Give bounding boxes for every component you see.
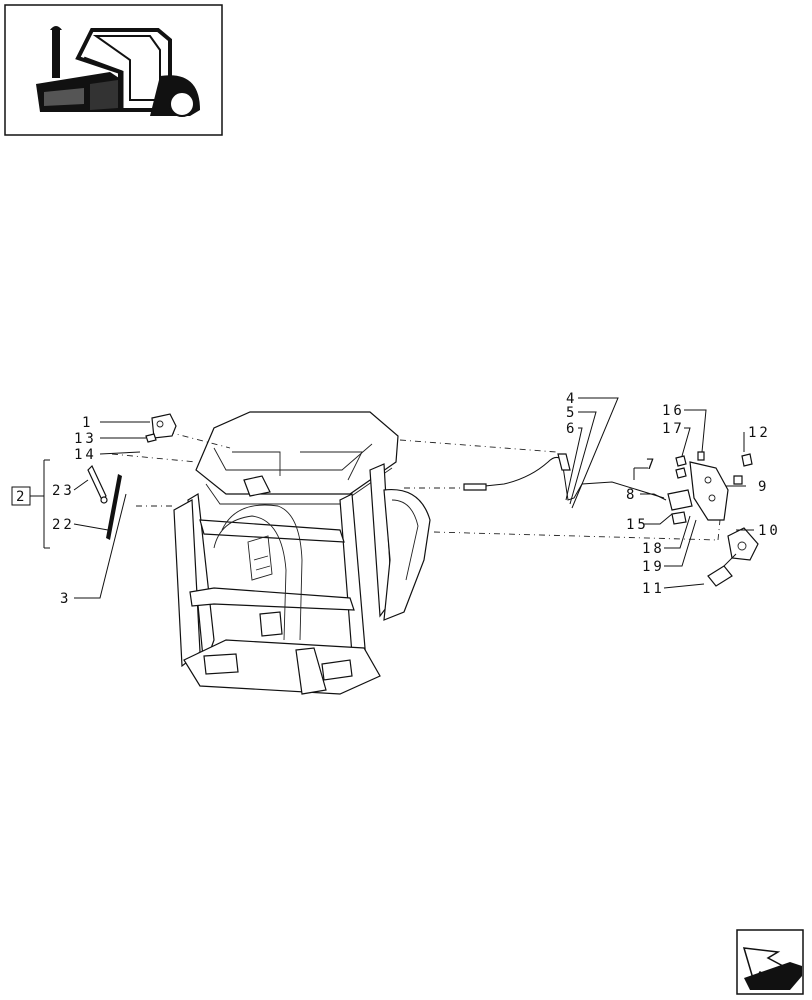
part-12-nut: [733, 453, 753, 485]
part-11-connector: [707, 553, 737, 587]
cab-frame: [173, 411, 431, 695]
callout-19: 19: [642, 559, 665, 575]
callout-17: 17: [662, 421, 685, 437]
callout-5: 5: [566, 405, 577, 421]
callout-12: 12: [748, 425, 771, 441]
callout-2: 2: [16, 489, 27, 505]
part-23-arm: [87, 464, 108, 504]
callout-14: 14: [74, 447, 97, 463]
callout-3: 3: [60, 591, 71, 607]
part-1-motor: [151, 413, 177, 439]
part-22-blade: [106, 474, 122, 540]
callout-23: 23: [52, 483, 75, 499]
next-page-arrow-icon[interactable]: [736, 929, 804, 995]
callout-13: 13: [74, 431, 97, 447]
callout-18: 18: [642, 541, 665, 557]
callout-7: 7: [646, 457, 657, 473]
callout-4: 4: [566, 391, 577, 407]
callout-6: 6: [566, 421, 577, 437]
callout-labels: 1 13 14 23 2 22 3 4 5 6 16 17 12 7 8 9 1…: [16, 391, 781, 607]
callout-10: 10: [758, 523, 781, 539]
part-6-cable: [463, 453, 665, 501]
part-10-motor-rear: [727, 527, 759, 561]
callout-8: 8: [626, 487, 637, 503]
callout-11: 11: [642, 581, 665, 597]
part-13-nut: [145, 433, 157, 443]
tractor-thumbnail-icon[interactable]: [4, 4, 223, 136]
part-9-bracket: [689, 461, 729, 521]
callout-9: 9: [758, 479, 769, 495]
callout-22: 22: [52, 517, 75, 533]
callout-15: 15: [626, 517, 649, 533]
part-15-switch: [667, 489, 693, 525]
callout-1: 1: [82, 415, 93, 431]
callout-16: 16: [662, 403, 685, 419]
assembly-lines: [111, 431, 721, 541]
leader-lines: [11, 397, 754, 599]
